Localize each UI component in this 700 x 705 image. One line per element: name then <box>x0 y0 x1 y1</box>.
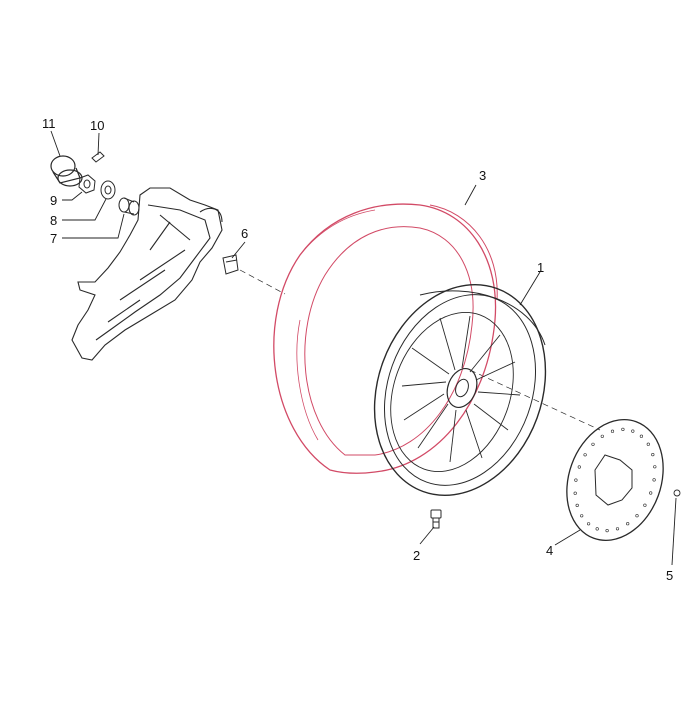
swing-arm <box>71 187 223 361</box>
disc-hole <box>639 434 644 438</box>
callout-1: 1 <box>537 260 544 275</box>
disc-hole <box>605 528 609 533</box>
disc-hole <box>573 491 577 495</box>
disc-hole <box>646 442 650 446</box>
callout-6: 6 <box>241 226 248 241</box>
disc-hole <box>575 503 579 508</box>
disc-hole <box>643 503 647 507</box>
disc-hole <box>649 491 653 495</box>
disc-hole <box>610 429 615 433</box>
brake-disc <box>566 419 664 541</box>
disc-hole <box>635 514 639 518</box>
leader-lines <box>50 130 677 566</box>
callout-labels: 1 2 3 4 5 6 7 8 9 10 11 <box>42 116 673 583</box>
disc-hole <box>626 522 630 526</box>
callout-3: 3 <box>479 168 486 183</box>
disc-screw <box>673 489 681 497</box>
bearing-housing <box>50 155 83 187</box>
callout-7: 7 <box>50 231 57 246</box>
washer <box>100 180 116 200</box>
disc-hole <box>586 522 591 526</box>
spacer-nut <box>222 254 239 275</box>
callout-8: 8 <box>50 213 57 228</box>
tire <box>273 203 498 474</box>
disc-hole <box>652 478 656 482</box>
disc-hole <box>583 453 587 457</box>
disc-hole <box>577 465 581 469</box>
disc-hole <box>615 527 620 531</box>
callout-2: 2 <box>413 548 420 563</box>
callout-4: 4 <box>546 543 553 558</box>
valve-stem <box>430 509 442 529</box>
disc-hole <box>591 442 595 446</box>
disc-hole <box>621 427 625 432</box>
callout-9: 9 <box>50 193 57 208</box>
disc-hole <box>651 453 655 457</box>
callout-10: 10 <box>90 118 104 133</box>
axis-line <box>239 269 601 431</box>
disc-hole <box>580 514 584 518</box>
callout-5: 5 <box>666 568 673 583</box>
disc-hole <box>653 465 657 469</box>
disc-hole <box>600 434 604 438</box>
bearing-nut <box>78 174 96 194</box>
disc-hole <box>631 429 635 433</box>
callout-11: 11 <box>42 116 56 131</box>
disc-hole <box>574 478 578 482</box>
cotter-pin <box>91 151 105 163</box>
disc-hole <box>595 527 599 531</box>
wheel-rim <box>373 284 547 496</box>
bushing <box>118 197 140 216</box>
